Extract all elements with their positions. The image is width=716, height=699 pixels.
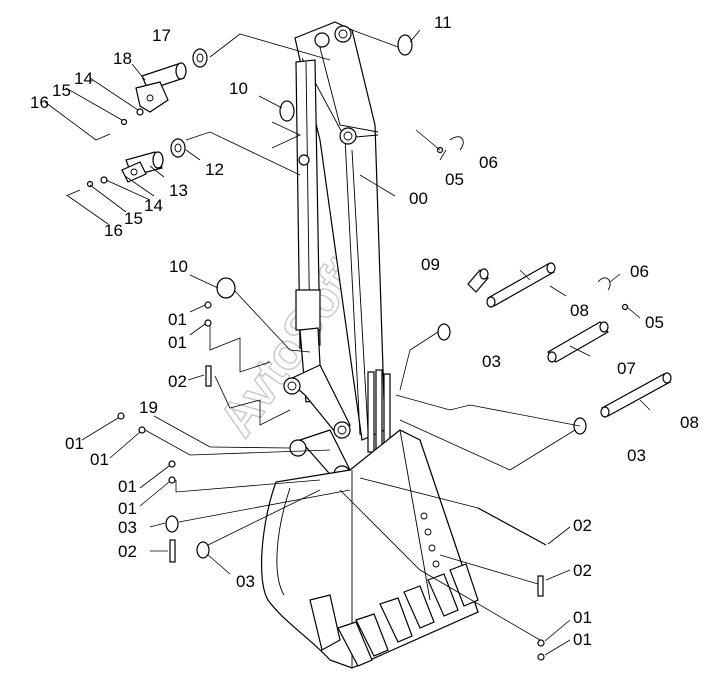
label-14-lower: 14 <box>144 196 163 215</box>
label-06-lower: 06 <box>630 262 649 281</box>
label-17: 17 <box>152 26 171 45</box>
label-01-e: 01 <box>118 477 137 496</box>
shim-11 <box>397 34 413 56</box>
label-03-b: 03 <box>627 446 646 465</box>
label-01-a: 01 <box>168 310 187 329</box>
label-15-lower: 15 <box>124 209 143 228</box>
bucket <box>261 429 479 669</box>
label-15-upper: 15 <box>52 81 71 100</box>
label-03-d: 03 <box>236 572 255 591</box>
label-06-upper: 06 <box>479 153 498 172</box>
pin-08-upper <box>486 262 556 308</box>
label-12: 12 <box>205 160 224 179</box>
shim-03-a <box>437 323 451 341</box>
part-labels: 17 18 14 15 16 10 11 12 13 14 15 16 06 0… <box>30 13 699 649</box>
label-01-c: 01 <box>65 434 84 453</box>
shim-10-lower <box>216 277 236 299</box>
pin-08-lower <box>600 372 672 418</box>
label-07: 07 <box>617 359 636 378</box>
label-10-upper: 10 <box>229 79 248 98</box>
label-01-f: 01 <box>118 499 137 518</box>
label-01-d: 01 <box>90 450 109 469</box>
washer-17 <box>192 48 208 68</box>
label-09: 09 <box>421 255 440 274</box>
label-10-lower: 10 <box>169 257 188 276</box>
label-02-a: 02 <box>168 372 187 391</box>
label-00: 00 <box>409 189 428 208</box>
label-01-h: 01 <box>573 630 592 649</box>
ring-06-lower <box>597 277 611 291</box>
shim-03-d <box>196 541 210 559</box>
label-13: 13 <box>169 181 188 200</box>
label-03-a: 03 <box>482 352 501 371</box>
arm-stick <box>294 21 386 441</box>
bolt-02-c <box>477 507 547 546</box>
label-02-c: 02 <box>118 542 137 561</box>
leader-lines <box>44 29 651 656</box>
label-01-b: 01 <box>168 333 187 352</box>
label-02-b: 02 <box>573 516 592 535</box>
washer-12 <box>170 138 186 158</box>
label-11: 11 <box>434 13 452 32</box>
pin-09 <box>467 268 489 293</box>
bolt-02-d <box>537 575 544 597</box>
label-18: 18 <box>113 49 132 68</box>
label-05-lower: 05 <box>645 313 664 332</box>
label-01-g: 01 <box>573 608 592 627</box>
label-08-lower: 08 <box>680 413 699 432</box>
shim-03-c <box>165 515 179 533</box>
pin-18 <box>135 62 187 113</box>
label-16-lower: 16 <box>104 221 123 240</box>
label-05-upper: 05 <box>445 170 464 189</box>
pin-13 <box>121 151 164 183</box>
label-02-d: 02 <box>573 561 592 580</box>
bolt-02-a <box>205 365 212 387</box>
label-03-c: 03 <box>118 518 137 537</box>
label-19: 19 <box>139 398 158 417</box>
label-16-upper: 16 <box>30 93 49 112</box>
label-08-upper: 08 <box>570 301 589 320</box>
ring-06-upper <box>449 136 464 151</box>
bolt-02-b <box>169 539 176 563</box>
pin-07 <box>547 321 609 363</box>
label-14-upper: 14 <box>74 69 93 88</box>
shim-10-upper <box>279 100 295 122</box>
